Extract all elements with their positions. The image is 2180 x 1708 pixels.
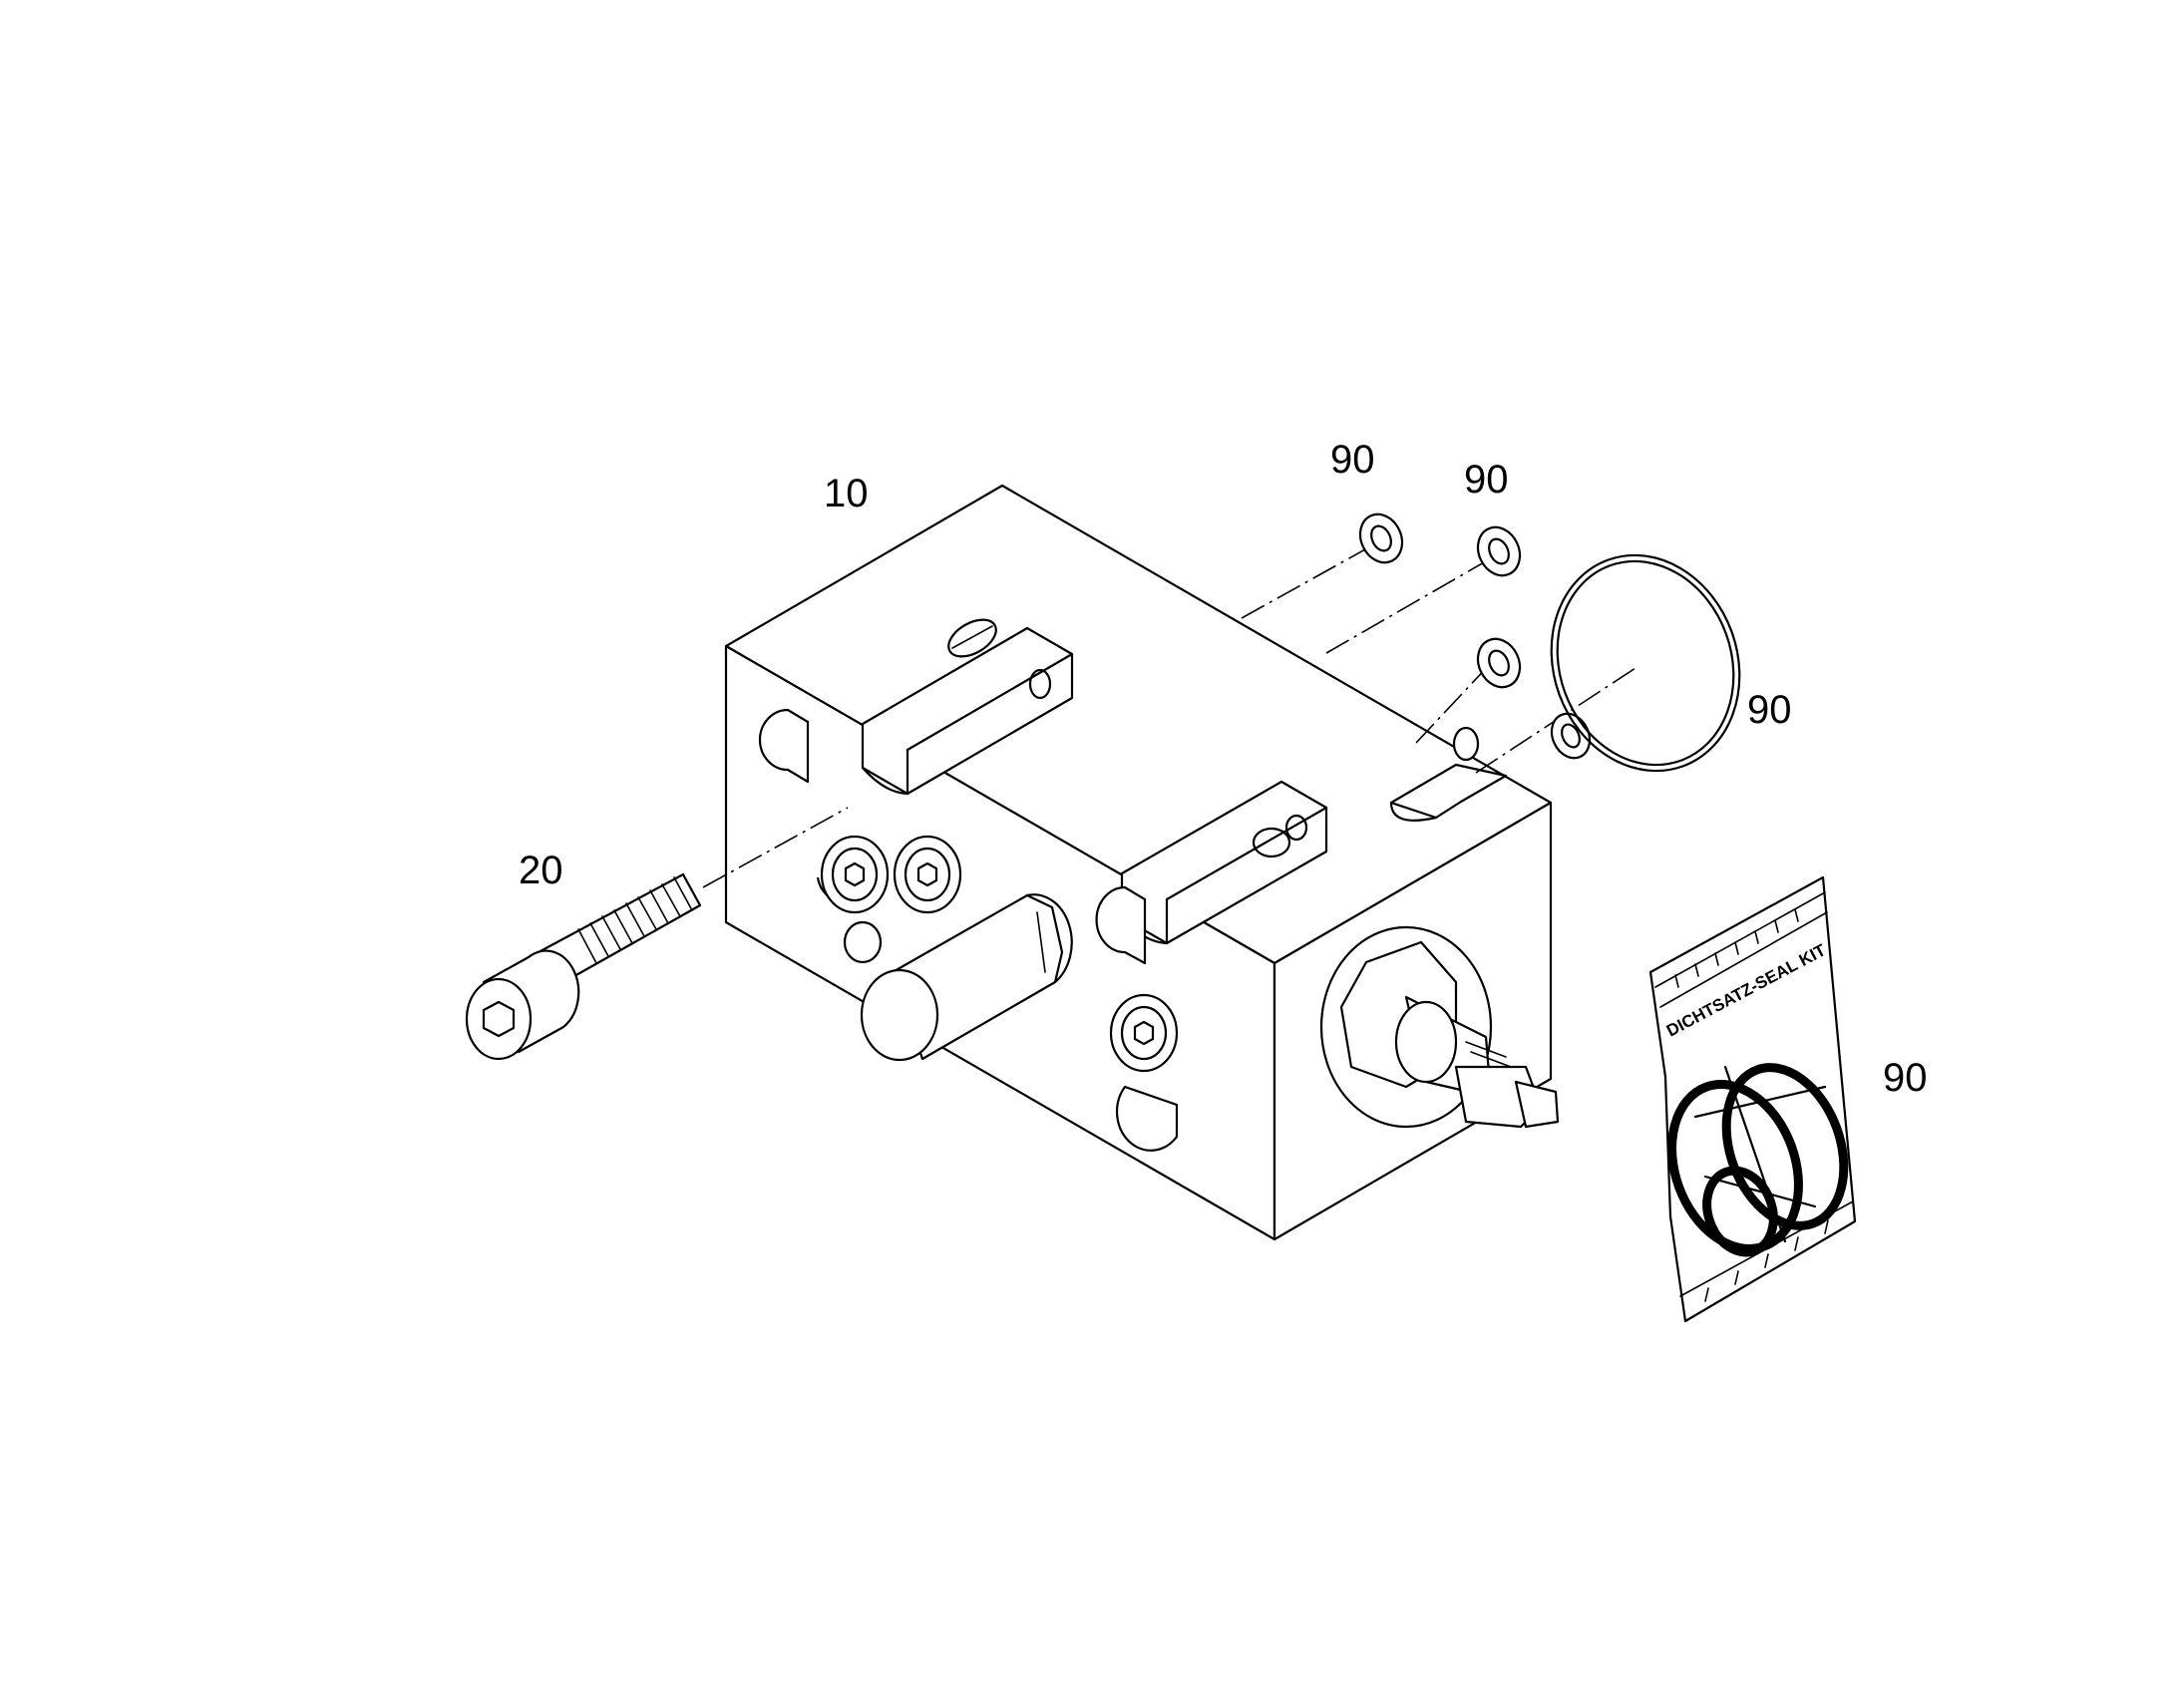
small-port (843, 920, 883, 964)
o-ring (1550, 553, 1741, 773)
callout-seal-top-right: 90 (1464, 458, 1509, 502)
callout-block: 10 (824, 472, 869, 515)
seal-washer-4 (1550, 712, 1592, 760)
seal-kit-bag: DICHTSATZ-SEAL KIT (1648, 875, 1857, 1323)
seal-washer-2 (1476, 525, 1522, 577)
block-top-slot-1 (861, 618, 1074, 796)
cartridge-cylinder (860, 893, 1073, 1062)
end-hex-fitting (1319, 925, 1560, 1129)
plug-screw-2 (893, 835, 962, 914)
seal-washer-3 (1476, 637, 1522, 689)
bag-o-rings (1667, 1063, 1849, 1257)
plug-screw-1 (820, 835, 890, 914)
callout-seal-kit: 90 (1883, 1056, 1928, 1100)
plug-screw-3 (1109, 993, 1179, 1073)
seal-washer-1 (1358, 512, 1404, 564)
block-front-cutout-3 (1095, 885, 1147, 965)
bag-crimp-marks (1674, 908, 1829, 1302)
block-front-cutout-4 (1115, 1085, 1179, 1152)
valve-block (724, 484, 1560, 1241)
block-front-cutout-1 (758, 708, 810, 784)
screw-threads (577, 876, 693, 964)
pin-stub (1452, 726, 1480, 762)
callout-o-ring: 90 (1747, 688, 1792, 732)
callout-seal-top-left: 90 (1330, 438, 1375, 482)
block-rear-notch (1389, 763, 1508, 822)
callout-screw: 20 (519, 849, 563, 892)
cap-screw (465, 872, 702, 1061)
